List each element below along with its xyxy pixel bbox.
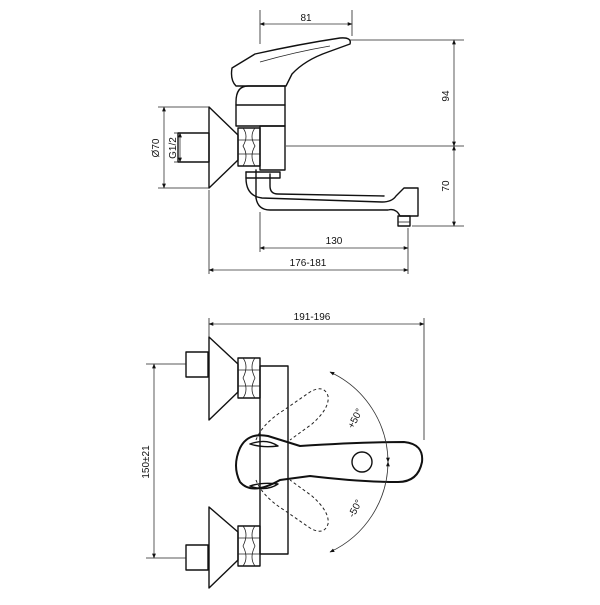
side-view: 81 94 70 Ø70 G1/2 130 176-181 <box>151 10 464 274</box>
aerator <box>397 215 411 227</box>
thread-connection <box>177 132 210 163</box>
spout <box>245 171 419 217</box>
upper-flange <box>208 336 239 421</box>
dim-overall-width: 191-196 <box>294 312 331 323</box>
lever-hub <box>351 451 373 473</box>
front-lever <box>235 434 424 490</box>
lower-flange <box>208 506 239 589</box>
dim-spout-height: 70 <box>441 180 452 192</box>
front-body <box>259 365 289 555</box>
dim-spout-projection: 130 <box>326 236 343 247</box>
hex-nut <box>237 127 261 167</box>
lever-handle <box>230 37 351 87</box>
angle-arc-down <box>329 461 390 553</box>
dim-flange-diameter: Ø70 <box>151 138 162 157</box>
lever-ghost-up <box>255 388 329 441</box>
angle-up: +50° <box>346 407 366 431</box>
dim-thread-size: G1/2 <box>168 137 179 159</box>
wall-flange <box>208 106 239 189</box>
front-view: 191-196 +50° -50° <box>141 312 425 589</box>
dim-overall-projection: 176-181 <box>290 258 327 269</box>
upper-thread <box>185 351 209 378</box>
lever-ghost-down <box>255 479 329 532</box>
lower-thread <box>185 544 209 571</box>
upper-nut <box>237 357 261 399</box>
lower-nut <box>237 525 261 567</box>
angle-down: -50° <box>347 498 365 519</box>
mixer-body <box>259 125 286 171</box>
dim-lever-height: 94 <box>441 90 452 102</box>
angle-arc-up <box>329 371 390 463</box>
dim-center-distance: 150±21 <box>141 445 152 479</box>
dim-lever-reach: 81 <box>300 13 312 24</box>
